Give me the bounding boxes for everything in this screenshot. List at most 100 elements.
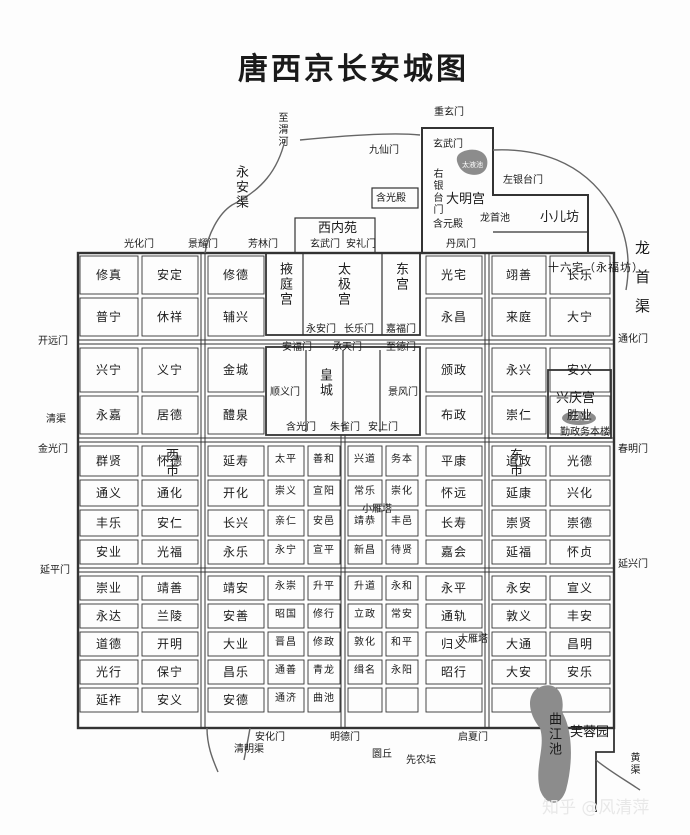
ward-label: 长寿: [440, 516, 468, 530]
ward-label: 崇贤: [505, 516, 533, 530]
ward-block: [425, 687, 483, 713]
gate-xuanwu-2: 玄武门: [310, 239, 340, 250]
ward-block: [491, 297, 547, 337]
ward-label: 安乐: [566, 665, 594, 679]
gate-guanghua: 光化门: [124, 239, 154, 250]
watermark: 知乎 @风清萍: [542, 798, 650, 818]
ward-block: [79, 395, 139, 435]
ward-block: [141, 347, 199, 393]
ward-label: 安仁: [156, 516, 184, 530]
ward-label: 延寿: [222, 454, 250, 468]
ward-label: 修行: [313, 609, 335, 620]
gate-xuanwu: 玄武门: [433, 139, 463, 150]
ward-label: 义宁: [156, 363, 184, 377]
ward-block: [79, 631, 139, 657]
ward-label: 永兴: [505, 363, 533, 377]
gate-jiuxian: 九仙门: [369, 145, 399, 156]
ward-block: [207, 575, 265, 601]
label-longshou-pond: 龙首池: [480, 213, 510, 224]
ward-label: 常乐: [354, 486, 376, 497]
ward-label: 光行: [95, 665, 123, 679]
ward-block: [307, 659, 341, 685]
ward-block: [549, 539, 611, 565]
ward-block: [347, 479, 383, 507]
ward-label: 平康: [440, 454, 468, 468]
gate-jiafu: 嘉福门: [386, 324, 416, 335]
ward-block: [267, 445, 305, 477]
gate-zuoyintai: 左银台门: [503, 175, 543, 186]
ward-block: [141, 659, 199, 685]
gate-kaiyuan: 开远门: [38, 336, 68, 347]
label-xiannongtan: 先农坛: [406, 755, 436, 766]
ward-label: 通义: [95, 486, 123, 500]
map-title: 唐西京长安城图: [238, 52, 469, 87]
ward-block: [141, 539, 199, 565]
ward-label: 普宁: [95, 310, 123, 324]
ward-label: 和平: [391, 637, 413, 648]
ward-block: [141, 687, 199, 713]
ward-label: 道政: [505, 454, 533, 468]
ward-label: 大通: [505, 637, 533, 651]
ward-label: 嘉会: [440, 545, 468, 559]
ward-label: 归义: [440, 637, 468, 651]
label-west-market: 西市: [163, 448, 178, 478]
ward-block: [79, 603, 139, 629]
ward-block: [425, 659, 483, 685]
ward-label: 保宁: [156, 665, 184, 679]
ward-label: 安邑: [313, 516, 335, 527]
gate-zhide: 至德门: [386, 342, 416, 353]
ward-label: 安义: [156, 693, 184, 707]
gate-chunming: 春明门: [618, 444, 648, 455]
yongan-canal-south: [206, 727, 219, 773]
gate-shunyi: 顺义门: [270, 387, 300, 398]
ward-block: [425, 255, 483, 295]
ward-block: [79, 347, 139, 393]
ward-block: [207, 509, 265, 537]
ward-block: [267, 479, 305, 507]
ward-block: [385, 603, 419, 629]
ward-block: [307, 479, 341, 507]
ward-label: 长兴: [222, 516, 250, 530]
ward-block: [491, 479, 547, 507]
ward-label: 安善: [222, 609, 250, 623]
label-qing-canal: 清渠: [46, 414, 66, 425]
qingming-canal-south: [243, 727, 251, 761]
gate-anshang: 安上门: [368, 422, 398, 433]
ward-block: [207, 603, 265, 629]
ward-block: [141, 445, 199, 477]
ward-label: 永崇: [275, 581, 297, 592]
ward-block: [491, 631, 547, 657]
ward-label: 青龙: [313, 665, 335, 676]
ward-block: [207, 479, 265, 507]
ward-label: 光福: [156, 545, 184, 559]
gate-chengtian: 承天门: [332, 342, 362, 353]
ward-label: 升道: [354, 581, 376, 592]
gate-youyintai: 右银台门: [431, 168, 442, 216]
ward-label: 醴泉: [222, 408, 250, 422]
ward-label: 丰安: [566, 609, 594, 623]
ward-block: [425, 297, 483, 337]
ward-block: [141, 479, 199, 507]
ward-label: 永平: [440, 581, 468, 595]
ward-block: [79, 479, 139, 507]
ward-label: 永昌: [440, 310, 468, 324]
ward-block: [425, 479, 483, 507]
ward-block: [141, 575, 199, 601]
ward-label: 崇义: [275, 486, 297, 497]
gate-danfeng: 丹凤门: [446, 239, 476, 250]
gate-qixia: 启夏门: [458, 732, 488, 743]
ward-block: [267, 603, 305, 629]
ward-block: [549, 509, 611, 537]
gate-anhua: 安化门: [255, 732, 285, 743]
ward-label: 永宁: [275, 545, 297, 556]
ward-block: [267, 631, 305, 657]
ward-block: [385, 631, 419, 657]
ward-label: 通轨: [440, 609, 468, 623]
ward-label: 昌明: [566, 637, 594, 651]
ward-label: 怀德: [156, 454, 184, 468]
ward-block: [347, 575, 383, 601]
gate-yanping: 延平门: [40, 565, 70, 576]
gate-anli: 安礼门: [346, 239, 376, 250]
ward-block: [307, 687, 341, 713]
